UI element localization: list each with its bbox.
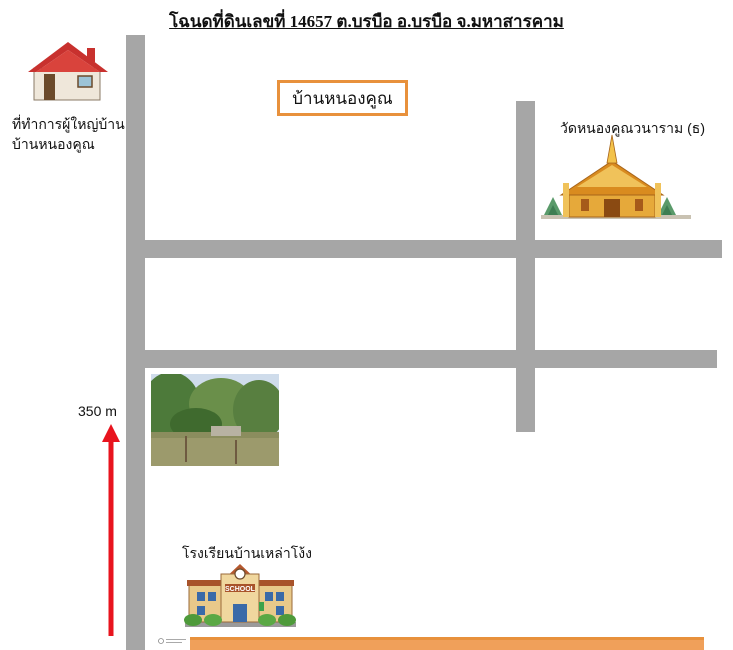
school-icon: SCHOOL [184,564,296,627]
small-logo-mark [158,638,186,644]
distance-label: 350 m [78,403,117,419]
village-name-label: บ้านหนองคูณ [292,88,393,108]
road-right-vertical [516,101,535,432]
house-icon [28,42,108,101]
map-title: โฉนดที่ดินเลขที่ 14657 ต.บรบือ อ.บรบือ จ… [169,12,564,31]
temple-label: วัดหนองคูณวนาราม (ธ) [560,120,706,136]
office-label-line1: ที่ทำการผู้ใหญ่บ้าน [12,116,125,132]
road-upper-horizontal [144,240,722,258]
village-head-office-label: ที่ทำการผู้ใหญ่บ้าน บ้านหนองคูณ [12,114,125,154]
office-label-line2: บ้านหนองคูณ [12,136,95,152]
village-name-box: บ้านหนองคูณ [277,80,408,116]
temple-icon [541,134,691,219]
north-arrow-icon [102,424,120,636]
plot-boundary-line [190,637,704,650]
road-lower-horizontal [144,350,717,368]
school-sign: SCHOOL [225,586,256,593]
school-label: โรงเรียนบ้านเหล่าโง้ง [182,545,312,561]
road-main-vertical [126,35,145,650]
land-photo [151,374,279,466]
